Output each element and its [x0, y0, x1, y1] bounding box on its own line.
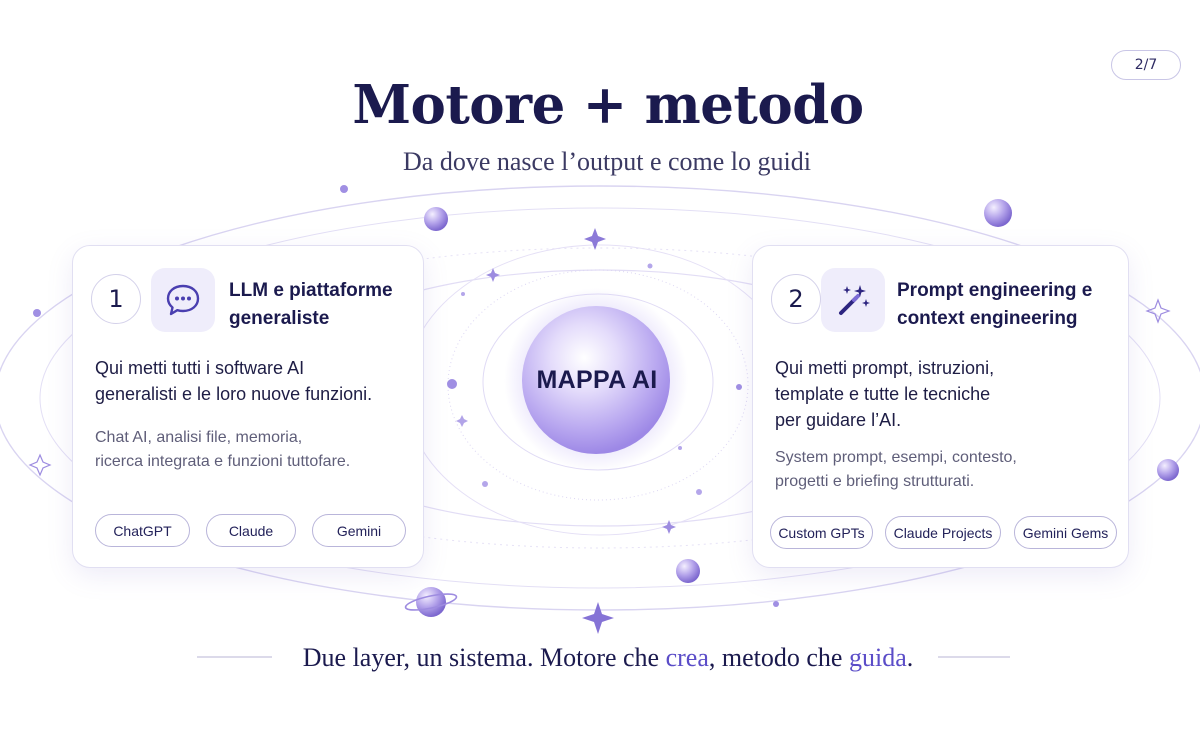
footer-highlight-crea: crea [665, 643, 709, 672]
tag-claude[interactable]: Claude [206, 514, 296, 547]
card-description: Qui metti tutti i software AI generalist… [95, 355, 425, 407]
card-details: Chat AI, analisi file, memoria, ricerca … [95, 426, 425, 474]
footer-text: Due layer, un sistema. Motore che [302, 643, 666, 672]
card-number: 1 [91, 274, 141, 324]
card-details-line: ricerca integrata e funzioni tuttofare. [95, 453, 351, 470]
tag-claude-projects[interactable]: Claude Projects [885, 516, 1001, 549]
center-sphere [522, 306, 670, 454]
page-title: Motore + metodo [352, 74, 864, 136]
card-description-line: Qui metti tutti i software AI [95, 358, 305, 378]
card-details-line: Chat AI, analisi file, memoria, [95, 429, 303, 446]
planet [984, 199, 1012, 227]
tag-gemini[interactable]: Gemini [312, 514, 406, 547]
planet [424, 207, 448, 231]
card-heading: LLM e piattaforme generaliste [229, 277, 439, 333]
card-number: 2 [771, 274, 821, 324]
card-llm-platforms: 1 LLM e piattaforme generaliste Qui mett… [72, 245, 424, 568]
card-description-line: Qui metti prompt, istruzioni, [775, 358, 995, 378]
card-heading-line: LLM e piattaforme [229, 280, 393, 301]
magic-wand-icon [839, 285, 870, 315]
planet [676, 559, 700, 583]
card-heading-line: Prompt engineering e [897, 280, 1093, 301]
footer-highlight-guida: guida [848, 643, 907, 672]
card-details-line: progetti e briefing strutturati. [775, 473, 975, 490]
icon-tile [151, 268, 215, 332]
chat-bubble-icon [166, 284, 200, 316]
tag-gemini-gems[interactable]: Gemini Gems [1014, 516, 1117, 549]
icon-tile [821, 268, 885, 332]
footer-text: . [906, 643, 914, 672]
tag-chatgpt[interactable]: ChatGPT [95, 514, 190, 547]
card-heading-line: generaliste [229, 308, 330, 329]
card-prompt-engineering: 2 Prompt engineering e context engineeri… [752, 245, 1129, 568]
page-subtitle: Da dove nasce l’output e come lo guidi [403, 147, 811, 176]
ringed-planet [404, 587, 458, 617]
card-heading: Prompt engineering e context engineering [897, 277, 1127, 333]
page-indicator: 2/7 [1111, 50, 1181, 80]
planet [1157, 459, 1179, 481]
card-details-line: System prompt, esempi, contesto, [775, 449, 1017, 466]
card-description-line: per guidare l’AI. [775, 410, 902, 430]
card-description-line: generalisti e le loro nuove funzioni. [95, 384, 373, 404]
center-label: MAPPA AI [536, 366, 658, 394]
card-heading-line: context engineering [897, 308, 1078, 329]
card-description-line: template e tutte le tecniche [775, 384, 991, 404]
tag-custom-gpts[interactable]: Custom GPTs [770, 516, 873, 549]
footer-tagline: Due layer, un sistema. Motore che crea, … [0, 643, 1200, 673]
card-description: Qui metti prompt, istruzioni, template e… [775, 355, 1105, 433]
card-details: System prompt, esempi, contesto, progett… [775, 446, 1105, 494]
footer-text: , metodo che [708, 643, 849, 672]
